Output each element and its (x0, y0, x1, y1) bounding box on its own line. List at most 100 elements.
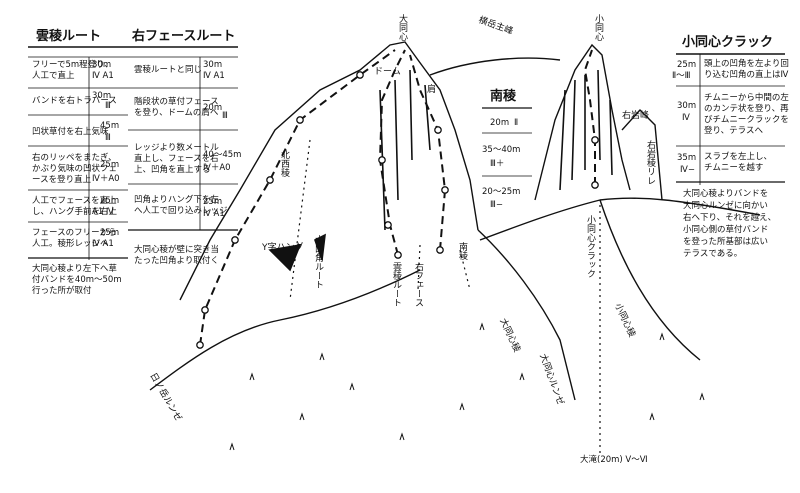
right-face-row3-line2: 直上し、フェースを右 (134, 153, 219, 164)
okaku-label: 大凹角ルート (313, 234, 324, 289)
belay-point (231, 236, 239, 244)
right-face-route-line (378, 49, 406, 256)
kodoshin-outline (534, 43, 631, 201)
kodoshin-row1-line1: 頭上の凹角を左より回 (704, 58, 789, 69)
belay-point (378, 156, 386, 164)
unryo-row4-line1: 右のリッペをまたぎ、 (32, 152, 117, 163)
y-hang-shape (268, 233, 326, 272)
unryo-approach-line1: 大同心稜より左下へ草 (32, 263, 117, 274)
kodoshin-row2-line4: 登り、テラスへ (704, 125, 763, 136)
unryo-row2-line1: バンドを右トラバース (32, 95, 117, 106)
right-face-row1-grade: Ⅳ A1 (203, 71, 225, 81)
unryo-row4-line2: かぶり気味の凹状フェ (32, 163, 117, 174)
belay-point (591, 181, 599, 189)
kodoshin-row3-line2: チムニーを越す (704, 162, 763, 173)
daidoshin-runze-label: 大同心ルンゼ (537, 352, 567, 407)
kodoshin-row3-line1: スラブを左上し、 (704, 151, 772, 162)
right-face-row3-line3: 上、凹角を直上する (134, 164, 211, 175)
daidoshin-ryo-label: 大同心稜 (497, 316, 523, 354)
unryo-row1-line2: 人工で直上 (32, 70, 75, 81)
migi-iwa-label: 右岩峰 (622, 109, 649, 121)
migi-iwa-outline (621, 108, 663, 201)
grass-marks (229, 322, 705, 451)
kodoshin-row1-line2: り込む凹角の直上はⅣ (704, 69, 789, 80)
unryo-row1-line1: フリーで5m程登り、 (32, 59, 113, 70)
unryo-title: 雲稜ルート (36, 28, 101, 44)
unryo-row5-line1: 人工でフェースを直上 (32, 195, 117, 206)
kata-label: 肩 (427, 83, 436, 95)
kodoshin-approach-line5: を登った所基部は広い (683, 236, 768, 247)
right-face-row1-line1: 雲稜ルートと同じ (134, 65, 202, 75)
otaki-label: 大滝(20m) Ⅴ〜Ⅵ (580, 454, 648, 465)
right-face-row4-line2: へ人工で回り込みレッジ (134, 205, 228, 216)
south-ridge-p2-grade: Ⅲ＋ (490, 159, 504, 169)
right-face-row3-grade: Ⅳ＋A0 (203, 163, 231, 173)
right-face-row2-line2: を登り、ドームの肩へ (134, 107, 219, 118)
kodoshin-ryo-label: 小同心稜 (612, 302, 637, 339)
belay-point (394, 251, 402, 259)
unryo-row2-grade: Ⅲ (105, 101, 111, 111)
belay-point (441, 186, 449, 194)
kodoshin-row3-grade: Ⅳ− (680, 165, 695, 175)
y-hang-label: Y字ハング (261, 241, 304, 253)
belay-point (356, 71, 364, 79)
unryo-row6-line1: フェースのフリーから (32, 228, 117, 238)
mountain-outline (149, 41, 761, 401)
south-ridge-table: 南稜 20m Ⅱ 35〜40m Ⅲ＋ 20〜25m Ⅲ− (482, 88, 532, 210)
kodoshin-row2-line3: びチムニークラックを (704, 115, 789, 125)
kodoshin-approach-line3: 右へ下り、それを越え、 (683, 212, 776, 223)
kodoshin-row3-length: 35m (677, 153, 696, 163)
belay-point (201, 306, 209, 314)
right-face-row2-line1: 階段状の草付フェース (134, 96, 219, 107)
kodoshin-approach-line1: 大同心稜よりバンドを (683, 188, 768, 199)
unryo-row3-grade: Ⅲ (105, 133, 111, 143)
unryo-route-table: 雲稜ルート フリーで5m程登り、 人工で直上 30m Ⅳ A1 バンドを右トラバ… (28, 28, 128, 296)
right-face-title: 右フェースルート (131, 28, 235, 44)
belay-point (591, 136, 599, 144)
right-face-row3-line1: レッジより数メートル (134, 142, 219, 153)
right-face-row3-length: 40〜45m (203, 150, 241, 160)
belay-point (434, 126, 442, 134)
kodoshin-row1-length: 25m (677, 60, 696, 70)
belay-point (436, 246, 444, 254)
unryo-row6-length: 25m (100, 228, 119, 238)
right-face-approach-line2: たった凹角より取付く (134, 255, 219, 266)
south-ridge-p2-length: 35〜40m (482, 145, 520, 155)
kodoshin-approach-line4: 小同心側の草付バンド (683, 224, 768, 235)
unryo-row3-line1: 凹状草付を右上気味 (32, 126, 109, 137)
right-face-row4-length: 25m (203, 197, 222, 207)
unryo-route-line (199, 49, 396, 346)
migi-iwa-rib-label: 右岩稜リレ (645, 139, 656, 185)
kodoshin-crack-table: 小同心クラック 25m Ⅱ〜Ⅲ 頭上の凹角を左より回 り込む凹角の直上はⅣ 30… (672, 35, 789, 259)
kodoshin-approach-line6: テラスである。 (683, 249, 742, 259)
kodoshin-crack-route-line (583, 49, 596, 185)
belay-point (196, 341, 204, 349)
unryo-row4-line3: ースを登り直上 (32, 174, 92, 185)
unryo-row1-grade: Ⅳ A1 (92, 71, 114, 81)
right-face-row2-length: 20m (203, 103, 222, 113)
belay-point (384, 221, 392, 229)
south-ridge-p3-grade: Ⅲ− (490, 200, 503, 210)
unryo-row4-grade: Ⅳ＋A0 (92, 174, 120, 184)
unryo-approach-line2: 付バンドを40m〜50m (32, 274, 122, 285)
belay-points (196, 71, 599, 349)
grass-tuft (229, 322, 705, 451)
daidoshin-label: 大同心 (397, 13, 408, 41)
shading-strokes (559, 69, 613, 191)
lower-slope (149, 269, 421, 391)
unryo-row2-length: 30m (92, 91, 111, 101)
right-face-row1-length: 30m (203, 60, 222, 70)
daidoshin-ridge-line (477, 229, 576, 401)
unryo-row6-line2: 人工。稜形レッジへ (32, 239, 109, 249)
belay-point (296, 116, 304, 124)
unryo-row5-length: 25m (100, 196, 119, 206)
hokusei-label: 北西稜 (279, 150, 290, 178)
kodoshin-crack-label: 小同心クラック (585, 215, 596, 278)
unryo-row1-length: 30m (92, 60, 111, 70)
south-ridge-title: 南稜 (490, 88, 517, 104)
yokodake-label: 横岳主峰 (477, 14, 515, 38)
belay-point (266, 176, 274, 184)
dome-label: ドーム (374, 66, 401, 77)
nanryo-label: 南稜 (457, 241, 468, 261)
